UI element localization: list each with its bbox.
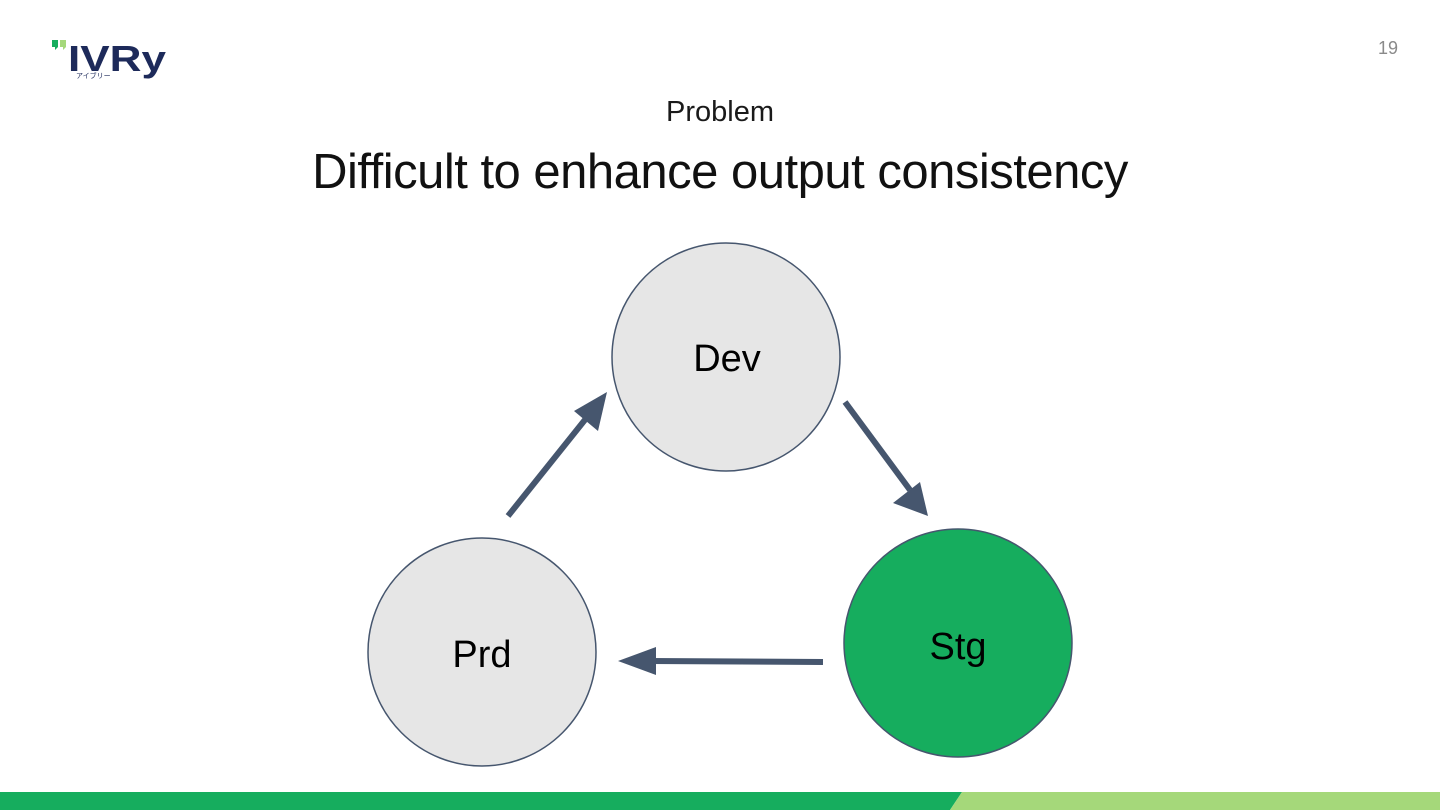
ivry-logo: IVRy アイブリー: [52, 38, 166, 80]
bottom-bar-green: [0, 792, 962, 810]
node-stg: Stg: [843, 528, 1073, 758]
node-stg-label: Stg: [929, 626, 986, 668]
arrow-stg-to-prd: [618, 647, 824, 675]
node-dev-circle: [611, 242, 841, 472]
slide-kicker: Problem: [666, 96, 774, 128]
arrow-prd-to-dev-head: [574, 392, 607, 431]
bottom-brand-bar: [0, 792, 1440, 810]
node-prd-label: Prd: [452, 634, 511, 676]
arrow-prd-to-dev: [505, 392, 607, 518]
arrow-dev-to-stg-head: [893, 482, 928, 516]
node-prd-circle: [367, 537, 597, 767]
slide-title: Difficult to enhance output consistency: [312, 145, 1128, 199]
arrow-dev-to-stg: [842, 400, 928, 516]
bottom-bar-light-green: [950, 792, 1440, 810]
arrow-stg-to-prd-head: [618, 647, 656, 675]
arrow-dev-to-stg-line: [842, 400, 913, 492]
page-number: 19: [1377, 38, 1398, 58]
arrow-stg-to-prd-line: [649, 658, 824, 665]
node-prd: Prd: [367, 537, 597, 767]
node-dev: Dev: [611, 242, 841, 472]
logo-mark-icon: [52, 40, 58, 50]
logo-text: IVRy: [68, 38, 166, 79]
node-stg-circle: [843, 528, 1073, 758]
logo-subtext: アイブリー: [76, 71, 111, 80]
arrow-prd-to-dev-line: [505, 414, 591, 518]
node-dev-label: Dev: [693, 338, 761, 380]
